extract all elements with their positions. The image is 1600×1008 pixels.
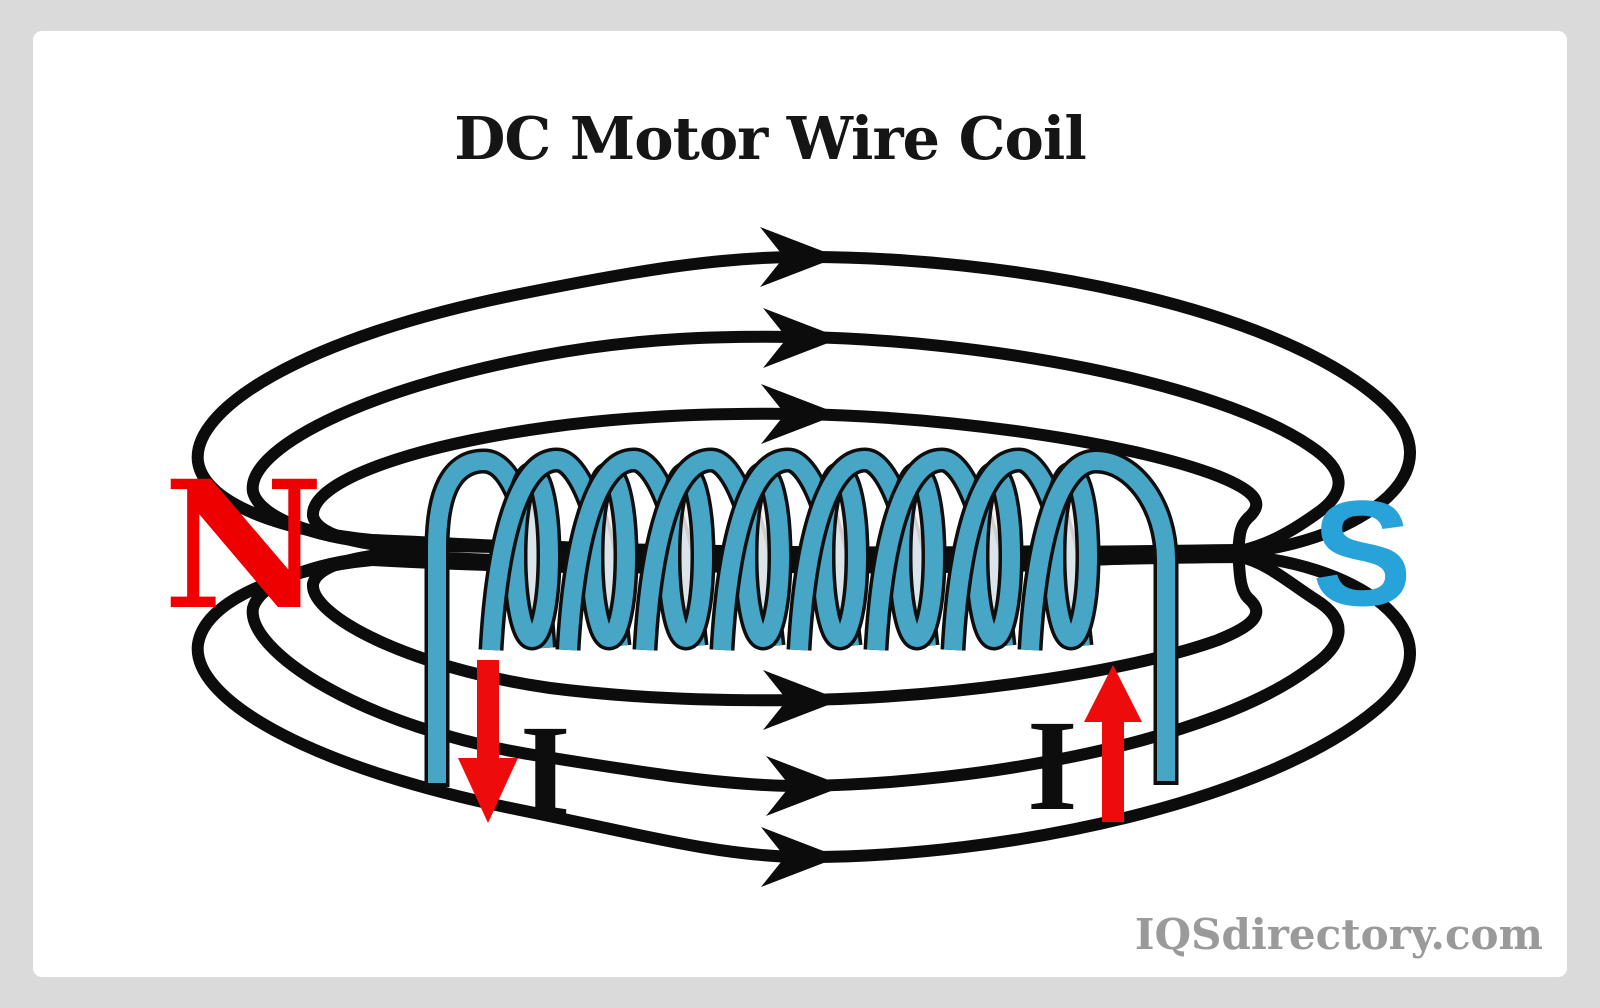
field-arrow-icon xyxy=(763,308,841,368)
field-arrow-icon xyxy=(761,827,839,887)
current-down-arrow-icon xyxy=(458,660,518,823)
current-up-arrow-icon xyxy=(1084,665,1142,822)
field-arrow-icon xyxy=(761,384,839,444)
coil-turn xyxy=(1021,451,1175,781)
figure-card xyxy=(33,31,1567,977)
south-pole-label: S xyxy=(1312,469,1413,637)
field-line-top-middle xyxy=(246,330,1345,557)
diagram-title: DC Motor Wire Coil xyxy=(454,104,1086,173)
watermark: IQSdirectory.com xyxy=(1134,910,1543,959)
field-line-bottom-middle xyxy=(246,551,1345,793)
wire-coil xyxy=(424,447,1179,787)
field-arrow-icon xyxy=(760,227,838,287)
current-label-right: I xyxy=(1027,694,1078,838)
north-pole-label: N xyxy=(163,442,324,649)
field-arrow-icon xyxy=(766,756,844,816)
field-arrow-icon xyxy=(763,670,841,730)
current-label-left: I xyxy=(520,699,571,843)
